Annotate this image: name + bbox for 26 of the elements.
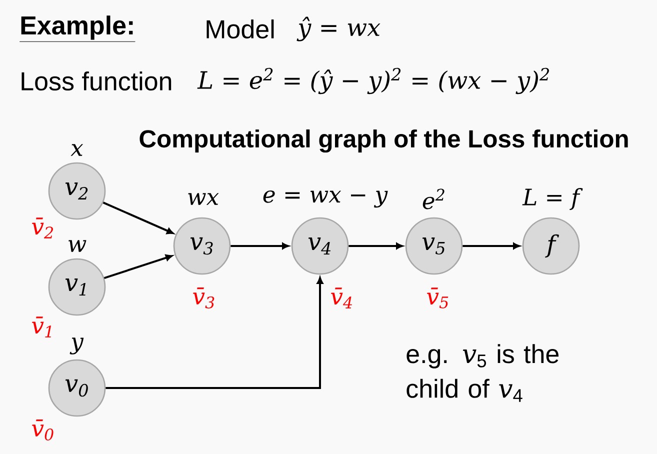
title: Computational graph of the Loss function [140,129,628,153]
node-caption: e = wx − y [263,190,388,208]
node-caption: v̄$_{3}$ [193,288,214,308]
node-caption: y [70,338,84,354]
note-text: e.g. v$_{5}$ is the child of v$_{4}$ [406,344,559,402]
arrow [102,202,174,234]
formula: L = e$^{2}$ = (ŷ − y)$^{2}$ = (wx − y)$^{2}$ [197,68,549,94]
node-caption: w [68,240,86,252]
arrow [348,242,403,250]
node-caption: e$^{2}$ [422,188,444,210]
node-caption: wx [188,193,219,205]
node-caption: x [70,144,84,156]
node-caption: L = f [522,188,583,210]
heading-label: Example: [19,16,136,42]
arrow [230,242,289,250]
arrow [104,254,172,280]
text-label: Loss function [22,71,172,91]
text-label: Model [206,19,274,39]
arrow [462,242,520,250]
node-caption: v̄$_{5}$ [427,288,448,308]
node-caption: v̄$_{2}$ [32,218,53,238]
arrow [106,277,324,389]
node-caption: v̄$_{1}$ [32,316,51,338]
node-caption: v̄$_{0}$ [32,420,54,440]
node-caption: v̄$_{4}$ [331,288,352,308]
formula: ŷ = wx [296,16,380,42]
